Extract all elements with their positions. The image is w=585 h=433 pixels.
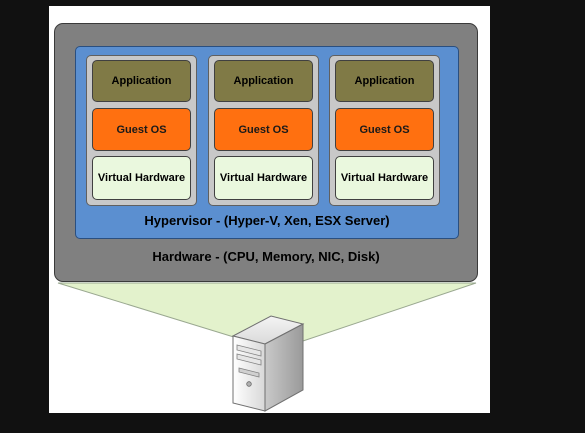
virtual-hardware-layer: Virtual Hardware [92, 156, 191, 200]
application-layer: Application [214, 60, 313, 102]
virtual-hardware-layer: Virtual Hardware [335, 156, 434, 200]
guest-os-layer: Guest OS [214, 108, 313, 151]
guest-os-layer: Guest OS [335, 108, 434, 151]
guest-os-layer: Guest OS [92, 108, 191, 151]
virtual-machine-1: Application Guest OS Virtual Hardware [86, 55, 197, 206]
virtual-machine-3: Application Guest OS Virtual Hardware [329, 55, 440, 206]
application-layer: Application [92, 60, 191, 102]
hypervisor-label: Hypervisor - (Hyper-V, Xen, ESX Server) [144, 213, 390, 228]
application-layer: Application [335, 60, 434, 102]
virtual-machine-2: Application Guest OS Virtual Hardware [208, 55, 319, 206]
hardware-label: Hardware - (CPU, Memory, NIC, Disk) [152, 249, 380, 264]
virtual-hardware-layer: Virtual Hardware [214, 156, 313, 200]
